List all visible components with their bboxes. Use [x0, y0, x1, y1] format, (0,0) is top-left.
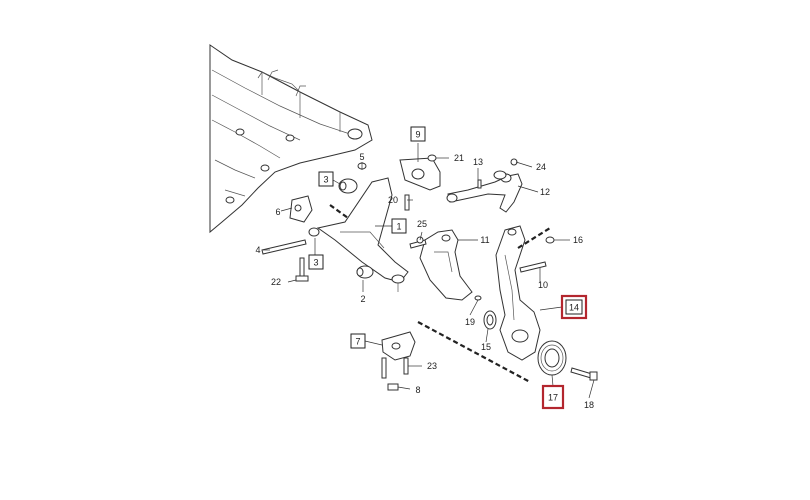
- callout-15: 15: [481, 342, 491, 352]
- callout-25: 25: [417, 219, 427, 229]
- callout-11: 11: [480, 235, 489, 245]
- upper-control-arm: [446, 158, 523, 213]
- upper-mount: [399, 154, 441, 211]
- callout-20: 20: [388, 195, 398, 205]
- svg-text:6: 6: [275, 207, 280, 217]
- callout-21: 21: [454, 153, 464, 163]
- callout-1: 1: [391, 218, 407, 234]
- callout-8: 8: [415, 385, 420, 395]
- bushing-upper: [338, 178, 358, 194]
- svg-text:4: 4: [255, 245, 260, 255]
- svg-text:22: 22: [271, 277, 281, 287]
- svg-text:23: 23: [427, 361, 437, 371]
- callout-5: 5: [359, 152, 364, 162]
- callout-19: 19: [465, 317, 475, 327]
- callout-3b: 3: [308, 254, 324, 270]
- svg-text:13: 13: [473, 157, 483, 167]
- svg-text:24: 24: [536, 162, 546, 172]
- callout-10: 10: [538, 280, 548, 290]
- callout-24: 24: [536, 162, 546, 172]
- svg-text:16: 16: [573, 235, 583, 245]
- seal: [483, 310, 497, 330]
- svg-text:20: 20: [388, 195, 398, 205]
- callout-7: 7: [350, 333, 366, 349]
- svg-text:10: 10: [538, 280, 548, 290]
- svg-text:2: 2: [360, 294, 365, 304]
- knuckle-bracket: [409, 229, 473, 301]
- bracket: [289, 195, 320, 237]
- callout-4: 4: [255, 245, 260, 255]
- svg-text:18: 18: [584, 400, 594, 410]
- callout-6: 6: [275, 207, 280, 217]
- svg-text:7: 7: [355, 337, 360, 347]
- callout-12: 12: [540, 187, 550, 197]
- svg-text:12: 12: [540, 187, 550, 197]
- callout-3a: 3: [318, 171, 334, 187]
- svg-text:15: 15: [481, 342, 491, 352]
- callout-13: 13: [473, 157, 483, 167]
- svg-text:5: 5: [359, 152, 364, 162]
- subframe: [209, 44, 373, 234]
- leader-lines: [263, 143, 595, 399]
- lower-control-arm: [316, 177, 409, 292]
- svg-text:14: 14: [569, 303, 579, 313]
- assembly-dashed-lines: [329, 204, 551, 383]
- callout-14: 14: [560, 294, 588, 320]
- stabilizer-link: [381, 331, 416, 391]
- svg-text:3: 3: [313, 258, 318, 268]
- callout-18: 18: [584, 400, 594, 410]
- callout-22: 22: [271, 277, 281, 287]
- svg-text:19: 19: [465, 317, 475, 327]
- callout-2: 2: [360, 294, 365, 304]
- svg-text:3: 3: [323, 175, 328, 185]
- svg-text:11: 11: [480, 235, 489, 245]
- hub-bolt: [570, 367, 598, 381]
- svg-text:25: 25: [417, 219, 427, 229]
- svg-text:1: 1: [396, 222, 401, 232]
- bushing-lower: [356, 265, 374, 279]
- svg-text:21: 21: [454, 153, 464, 163]
- callout-9: 9: [410, 126, 426, 142]
- callout-23: 23: [427, 361, 437, 371]
- callout-17: 17: [541, 384, 565, 410]
- wheel-hub: [537, 340, 567, 376]
- svg-text:9: 9: [415, 130, 420, 140]
- callout-16: 16: [573, 235, 583, 245]
- svg-text:17: 17: [548, 393, 558, 403]
- steering-knuckle: [495, 225, 547, 361]
- svg-text:8: 8: [415, 385, 420, 395]
